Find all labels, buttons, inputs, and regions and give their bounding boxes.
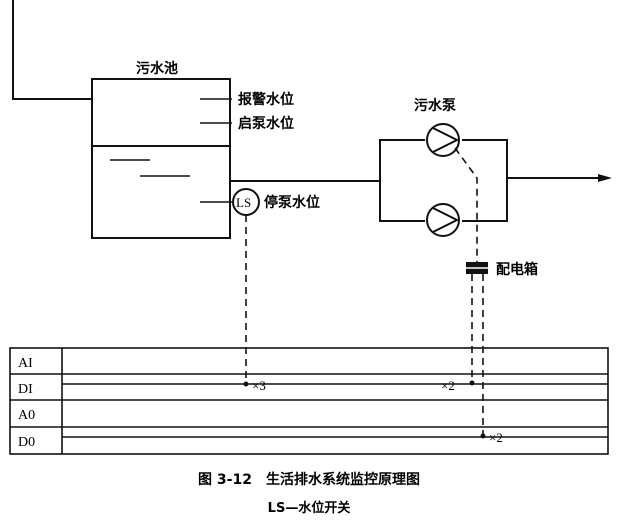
di-right-count: ×2 — [441, 378, 455, 393]
start-level-label: 启泵水位 — [238, 115, 294, 132]
di-left-dot — [243, 381, 249, 387]
figure-title: 图 3-12 生活排水系统监控原理图 — [198, 471, 420, 488]
pump-upper-triangle — [432, 127, 460, 153]
bus-row-di: DI — [18, 382, 33, 397]
figure-legend: LS—水位开关 — [268, 500, 351, 516]
bus-table — [9, 347, 609, 455]
bus-row-ao: A0 — [18, 408, 35, 423]
tank-label: 污水池 — [136, 60, 178, 77]
ls-symbol-label: LS — [236, 195, 251, 210]
bus-row-do: D0 — [18, 435, 35, 450]
alarm-level-label: 报警水位 — [238, 91, 294, 108]
inflow-pipe — [12, 0, 92, 100]
pump-group-frame-right — [462, 139, 508, 222]
pump-lower-triangle — [432, 207, 460, 233]
stop-level-label: 停泵水位 — [264, 194, 320, 211]
bus-row-ai: AI — [18, 356, 33, 371]
pump-lower — [426, 203, 460, 237]
control-box-label: 配电箱 — [496, 261, 538, 278]
discharge-arrow — [598, 174, 612, 182]
do-right-count: ×2 — [489, 430, 503, 445]
pump-control-line — [454, 147, 478, 262]
di-left-count: ×3 — [252, 378, 266, 393]
control-box-symbol — [462, 262, 494, 274]
sewage-tank — [91, 78, 231, 239]
pump-group-frame — [379, 139, 425, 222]
pumps-label: 污水泵 — [414, 97, 456, 114]
di-right-dot — [469, 380, 475, 386]
pump-upper — [426, 123, 460, 157]
do-right-dot — [480, 433, 486, 439]
